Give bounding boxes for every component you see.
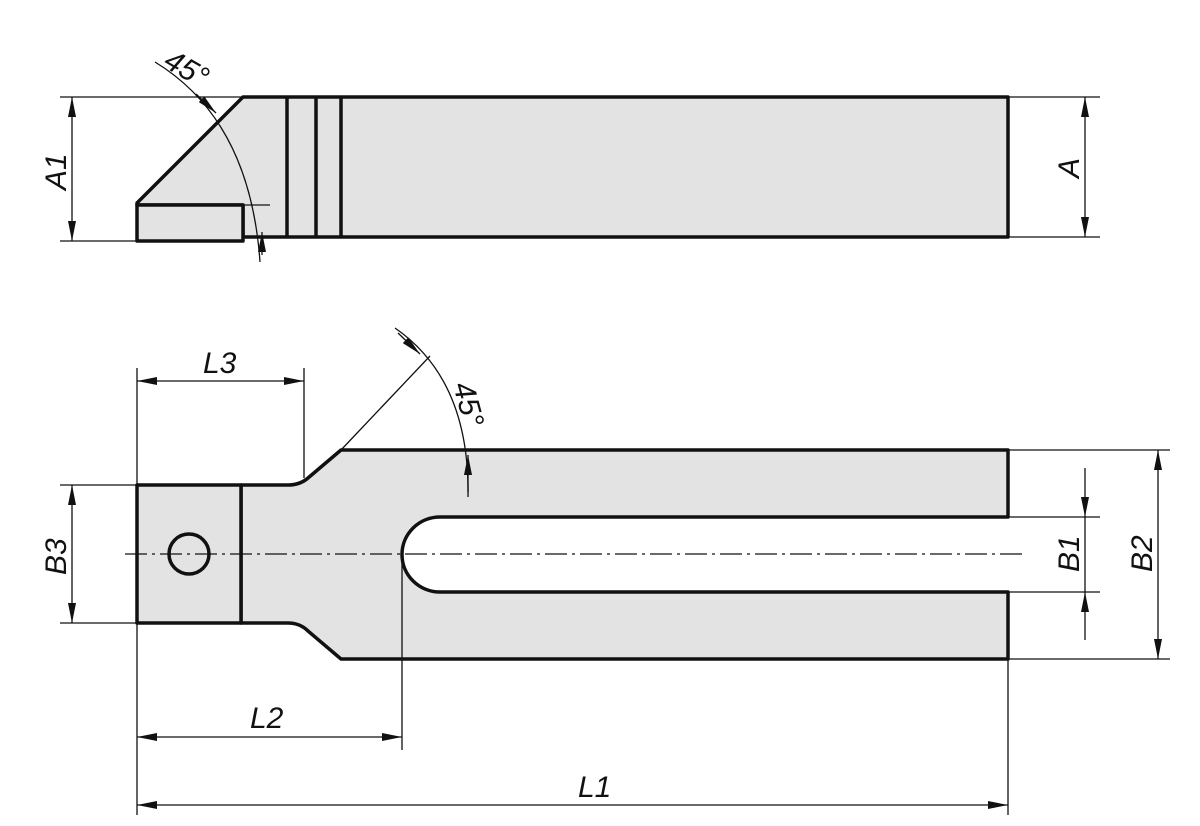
dim-a-label: A xyxy=(1053,158,1086,180)
dim-l1-label: L1 xyxy=(578,771,611,804)
angle-bottom-label: 45° xyxy=(446,378,490,430)
dim-b1-label: B1 xyxy=(1053,535,1086,572)
dim-b2-label: B2 xyxy=(1126,535,1159,572)
plan-view: L3 L2 L1 B3 B1 B2 45° xyxy=(40,327,1170,815)
dim-a1-label: A1 xyxy=(40,153,73,192)
angle-top-label: 45° xyxy=(159,43,215,94)
dim-b3-label: B3 xyxy=(40,538,73,575)
side-view: A1 A 45° xyxy=(40,43,1100,263)
dim-l3-label: L3 xyxy=(203,347,237,380)
dim-l2-label: L2 xyxy=(250,702,284,735)
